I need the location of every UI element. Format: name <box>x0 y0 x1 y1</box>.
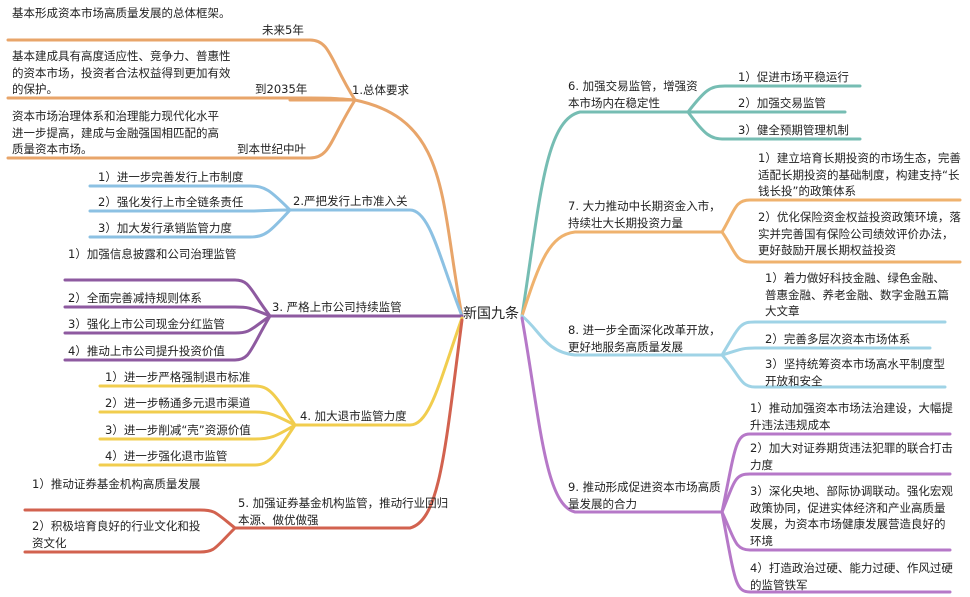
branch-5-item-2[interactable]: 2）积极培育良好的行业文化和投资文化 <box>32 519 201 550</box>
branch-9-item-2[interactable]: 2）加大对证券期货违法犯罪的联合打击力度 <box>750 441 953 472</box>
branch-7-item-1[interactable]: 1）建立培育长期投资的市场生态，完善适配长期投资的基础制度，构建支持“长钱长投”… <box>758 151 961 198</box>
branch-4-item-2[interactable]: 2）进一步畅通多元退市渠道 <box>105 396 251 410</box>
branch-4-title[interactable]: 4. 加大退市监管力度 <box>300 409 407 423</box>
branch-2-item-2[interactable]: 2）强化发行上市全链条责任 <box>98 195 244 209</box>
connector-b6 <box>520 110 690 318</box>
branch-4-item-1[interactable]: 1）进一步严格强制退市标准 <box>105 370 251 384</box>
connector-b3-i3 <box>63 314 272 335</box>
branch-6-item-2[interactable]: 2）加强交易监管 <box>738 96 826 110</box>
connector-b4-i2 <box>98 410 297 427</box>
branch-1-sub-1-detail[interactable]: 基本形成资本市场高质量发展的总体框架。 <box>12 6 231 20</box>
connector-b9-i3 <box>720 510 952 552</box>
branch-1-sub-3-detail[interactable]: 资本市场治理体系和治理能力现代化水平进一步提高，建成与金融强国相匹配的高质量资本… <box>12 109 219 156</box>
connector-b6-i3 <box>686 110 862 141</box>
branch-6-title[interactable]: 6. 加强交易监管，增强资本市场内在稳定性 <box>568 79 698 110</box>
connector-b1-s1 <box>6 38 357 102</box>
connector-b4-i3 <box>98 423 297 441</box>
branch-8-item-2[interactable]: 2）完善多层次资本市场体系 <box>765 332 911 346</box>
branch-9-item-1[interactable]: 1）推动加强资本市场法治建设，大幅提升违法违规成本 <box>750 401 953 432</box>
connector-b1 <box>288 98 464 318</box>
branch-6-item-3[interactable]: 3）健全预期管理机制 <box>738 123 849 137</box>
connector-b9-i2 <box>720 472 952 514</box>
connector-b9 <box>520 316 724 514</box>
branch-9-title[interactable]: 9. 推动形成促进资本市场高质量发展的合力 <box>568 480 721 511</box>
connector-b7-i2 <box>720 230 962 264</box>
branch-9-item-4[interactable]: 4）打造政治过硬、能力过硬、作风过硬的监管铁军 <box>750 561 953 592</box>
branch-1-sub-3-label[interactable]: 到本世纪中叶 <box>237 142 306 156</box>
connector-b7-i1 <box>720 198 962 234</box>
branch-8-title[interactable]: 8. 进一步全面深化改革开放，更好地服务高质量发展 <box>568 323 721 354</box>
branch-3-item-3[interactable]: 3）强化上市公司现金分红监管 <box>68 317 225 331</box>
branch-9-item-3[interactable]: 3）深化央地、部际协调联动。强化宏观政策协同，促进实体经济和产业高质量发展，为资… <box>750 484 953 548</box>
connector-b8-i1 <box>720 320 947 357</box>
branch-8-item-3[interactable]: 3）坚持统筹资本市场高水平制度型开放和安全 <box>765 357 945 388</box>
connector-b8-i2 <box>720 346 932 357</box>
connector-b2-i1 <box>88 184 292 212</box>
branch-3-item-2[interactable]: 2）全面完善减持规则体系 <box>68 291 202 305</box>
branch-8-item-1[interactable]: 1）着力做好科技金融、绿色金融、普惠金融、养老金融、数字金融五篇大文章 <box>765 271 949 318</box>
branch-1-title[interactable]: 1.总体要求 <box>352 83 409 97</box>
branch-7-item-2[interactable]: 2）优化保险资金权益投资政策环境，落实并完善国有保险公司绩效评价办法，更好鼓励开… <box>758 210 961 257</box>
connector-b9-i1 <box>720 432 952 514</box>
branch-2-item-3[interactable]: 3）加大发行承销监管力度 <box>98 221 232 235</box>
connector-b2-i3 <box>88 208 292 239</box>
branch-1-sub-2-label[interactable]: 到2035年 <box>255 82 308 96</box>
branch-4-item-3[interactable]: 3）进一步削减“壳”资源价值 <box>105 423 251 437</box>
branch-5-item-1[interactable]: 1）推动证券基金机构高质量发展 <box>32 477 201 491</box>
connector-b4 <box>293 316 464 427</box>
branch-5-title[interactable]: 5. 加强证券基金机构监管，推动行业回归本源、做优做强 <box>238 496 449 527</box>
connector-b3-i4 <box>63 314 272 362</box>
connector-b5-i2 <box>23 526 237 554</box>
connector-b1-s3 <box>6 98 357 160</box>
branch-2-title[interactable]: 2.严把发行上市准入关 <box>293 194 408 208</box>
branch-1-sub-1-label[interactable]: 未来5年 <box>262 23 304 37</box>
branch-6-item-1[interactable]: 1）促进市场平稳运行 <box>738 70 849 84</box>
connector-b6-i1 <box>686 84 862 114</box>
connector-b2 <box>288 208 464 318</box>
center-topic[interactable]: 新国九条 <box>463 306 519 322</box>
connector-b4-i4 <box>98 423 297 467</box>
connector-b2-i2 <box>88 208 292 213</box>
branch-1-sub-2-detail[interactable]: 基本建成具有高度适应性、竞争力、普惠性的资本市场，投资者合法权益得到更加有效的保… <box>12 49 231 96</box>
connector-b4-i1 <box>98 384 297 427</box>
branch-3-item-4[interactable]: 4）推动上市公司提升投资价值 <box>68 344 225 358</box>
connector-b1-s2 <box>6 96 357 102</box>
connector-b8-i3 <box>720 353 947 389</box>
branch-3-item-1[interactable]: 1）加强信息披露和公司治理监管 <box>68 247 237 261</box>
connector-b5 <box>233 318 464 530</box>
connector-b3-i2 <box>63 305 272 318</box>
branch-3-title[interactable]: 3. 严格上市公司持续监管 <box>272 300 402 314</box>
connector-b9-i4 <box>720 510 952 594</box>
branch-7-title[interactable]: 7. 大力推动中长期资金入市，持续壮大长期投资力量 <box>568 199 721 230</box>
connector-b8 <box>520 314 724 357</box>
connector-b7 <box>520 230 724 318</box>
connector-b5-i1 <box>23 508 237 530</box>
connector-b3-i1 <box>63 278 272 318</box>
branch-2-item-1[interactable]: 1）进一步完善发行上市制度 <box>98 170 244 184</box>
branch-4-item-4[interactable]: 4）进一步强化退市监管 <box>105 449 228 463</box>
